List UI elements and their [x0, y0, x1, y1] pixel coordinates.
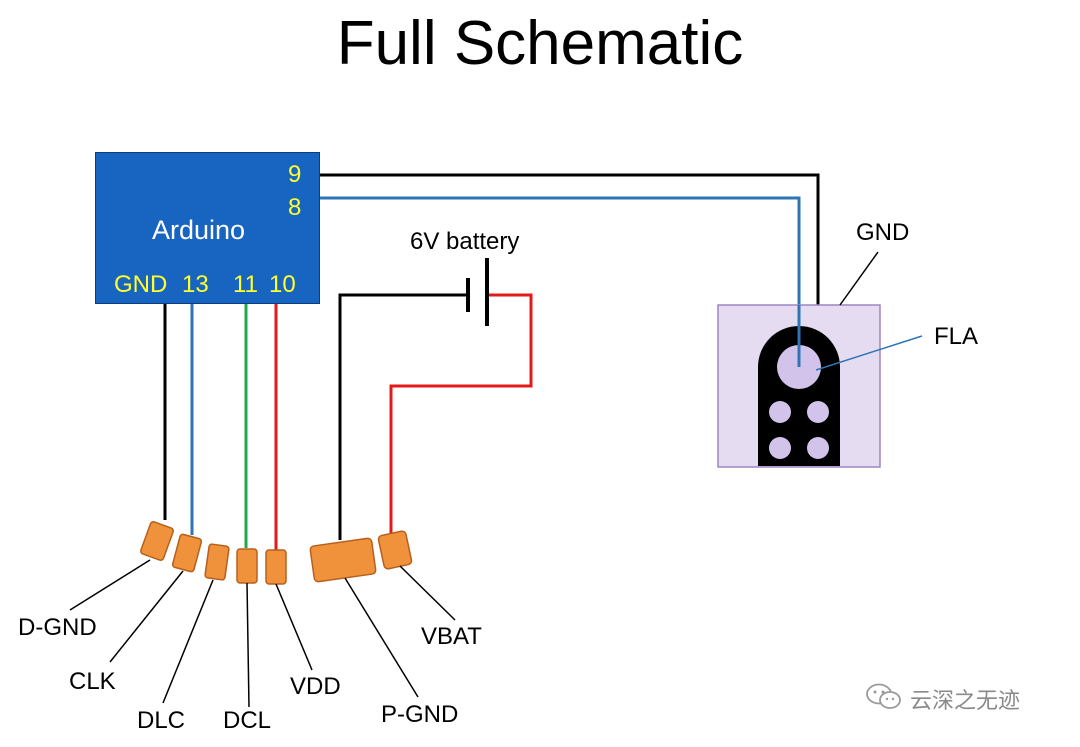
fla-label: FLA	[934, 323, 979, 350]
vdd-label: VDD	[290, 673, 341, 700]
pad-vdd	[265, 549, 287, 585]
vdd-leader	[275, 583, 313, 671]
clk-label: CLK	[69, 668, 116, 695]
page-title: Full Schematic	[336, 9, 744, 78]
pin-9-label: 9	[288, 161, 302, 188]
arduino-board: Arduino 9 8 GND 13 11 10	[95, 152, 320, 304]
dcl-leader	[246, 582, 250, 708]
motor-hole	[807, 401, 829, 423]
wechat-icon	[866, 683, 902, 716]
dcl-label: DCL	[223, 707, 272, 734]
watermark: 云深之无迹	[866, 682, 1020, 716]
clk-leader	[109, 570, 184, 663]
pin-10-label: 10	[269, 271, 296, 298]
wire-battery-vbat	[389, 293, 533, 535]
motor-hole	[807, 437, 829, 459]
pad-vbat	[377, 530, 413, 570]
dlc-label: DLC	[137, 707, 186, 734]
dlc-leader	[162, 579, 214, 704]
vbat-leader	[399, 565, 456, 621]
arduino-label: Arduino	[152, 215, 246, 245]
pin-11-label: 11	[233, 271, 258, 298]
fla-leader	[815, 335, 923, 371]
pad-clk	[171, 533, 203, 573]
pin-13-label: 13	[182, 271, 209, 298]
watermark-text: 云深之无迹	[910, 689, 1021, 714]
pad-dlc	[204, 543, 230, 581]
pgnd-leader	[344, 577, 419, 698]
motor-gnd-label: GND	[856, 219, 910, 246]
pad-pgnd	[309, 537, 377, 583]
wire-pin9-gnd	[320, 173, 820, 305]
pgnd-label: P-GND	[381, 701, 459, 728]
pin-gnd-label: GND	[114, 271, 168, 298]
pad-dcl	[236, 548, 258, 584]
dgnd-leader	[69, 559, 151, 611]
dgnd-label: D-GND	[18, 614, 97, 641]
motor-hole	[769, 437, 791, 459]
battery-label: 6V battery	[410, 228, 520, 255]
pad-dgnd	[140, 521, 174, 561]
vbat-label: VBAT	[421, 623, 482, 650]
gnd-leader	[839, 251, 879, 306]
pin-8-label: 8	[288, 194, 302, 221]
motor-hole	[769, 401, 791, 423]
wire-battery-pgnd	[338, 293, 468, 540]
